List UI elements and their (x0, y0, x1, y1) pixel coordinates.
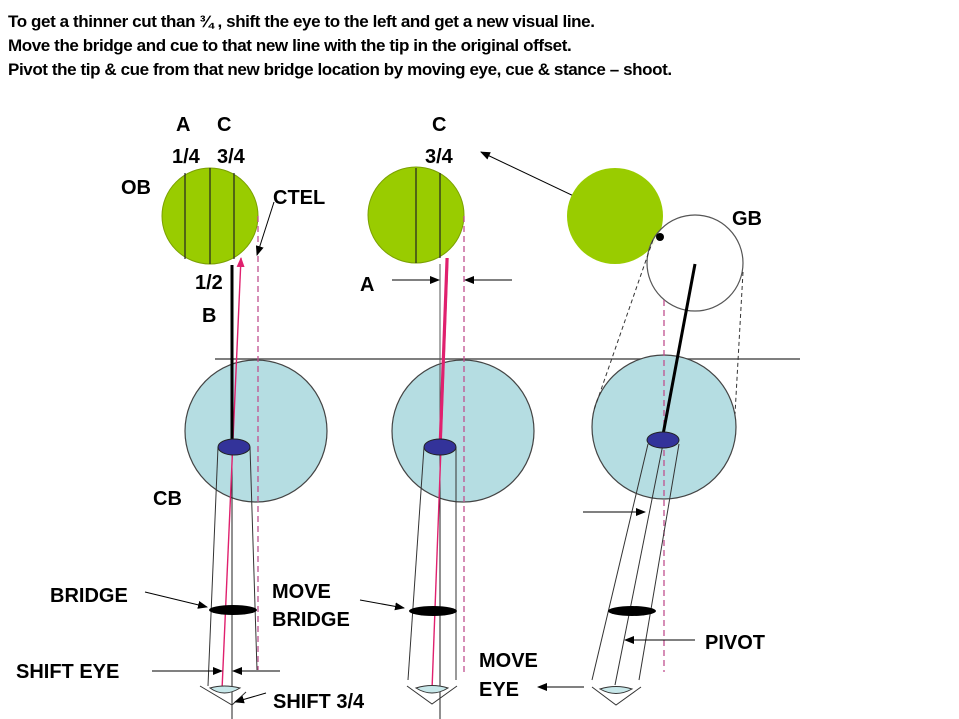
panel-2: C 3/4 A MOVE BRIDGE MOVE EYE (272, 114, 661, 719)
ghost-tangent-left (593, 239, 654, 411)
label-three-quarter-1: 3/4 (217, 146, 246, 168)
instruction-line-3: Pivot the tip & cue from that new bridge… (8, 60, 672, 79)
cue-left-edge-1 (207, 446, 219, 687)
cue-ball-1 (184, 359, 328, 503)
eye-chevron-3 (591, 686, 642, 706)
label-ob: OB (121, 177, 151, 199)
object-ball-3 (567, 168, 663, 264)
label-three-quarter-2: 3/4 (425, 146, 454, 168)
eye-3 (598, 686, 634, 694)
panel-3: GB PIVOT (537, 168, 765, 706)
cue-right-edge-1 (249, 446, 258, 671)
cue-tip-2 (423, 438, 457, 456)
label-pivot: PIVOT (705, 632, 765, 654)
cue-tip-3 (646, 431, 680, 449)
stick-line-3 (660, 263, 697, 441)
cue-left-edge-3 (591, 443, 649, 681)
label-c-1: C (217, 114, 231, 136)
label-half: 1/2 (195, 272, 223, 294)
label-shift-eye: SHIFT EYE (16, 661, 119, 683)
aim-line-1 (221, 257, 245, 691)
label-shift-three-quarter: SHIFT 3/4 (273, 691, 365, 713)
label-quarter: 1/4 (172, 146, 201, 168)
label-gb: GB (732, 208, 762, 230)
instructions-header: To get a thinner cut than ¾ , shift the … (8, 10, 672, 82)
ctel-arrow (255, 201, 275, 256)
bridge-2 (409, 606, 457, 616)
label-b: B (202, 305, 216, 327)
eye-2 (414, 685, 450, 694)
label-a-2: A (360, 274, 374, 296)
label-c-2: C (432, 114, 446, 136)
label-move-bridge-1: MOVE (272, 581, 331, 603)
cue-tip-1 (217, 438, 251, 456)
cue-left-edge-2 (407, 446, 425, 681)
label-bridge: BRIDGE (50, 585, 128, 607)
panel-1: A C 1/4 3/4 OB CTEL 1/2 B CB BRIDGE SHIF… (16, 114, 365, 719)
cue-center-line-3 (614, 443, 664, 686)
instruction-line-1: To get a thinner cut than ¾ , shift the … (8, 12, 595, 31)
label-a-1: A (176, 114, 190, 136)
bridge-3 (608, 606, 656, 616)
bridge-arrow (144, 591, 208, 609)
stick-line-2 (438, 257, 449, 448)
instruction-line-2: Move the bridge and cue to that new line… (8, 36, 572, 55)
cue-right-edge-3 (638, 443, 680, 681)
move-bridge-arrow (359, 599, 405, 611)
ghost-ball (646, 214, 744, 312)
label-move-eye-2: EYE (479, 679, 519, 701)
label-move-eye-1: MOVE (479, 650, 538, 672)
ghost-tangent-right (734, 271, 744, 415)
label-cb: CB (153, 488, 182, 510)
label-ctel: CTEL (273, 187, 325, 209)
eye-chevron-2 (406, 685, 458, 705)
shift-three-quarter-arrow (234, 692, 267, 704)
eye-1 (208, 685, 242, 694)
contact-point (656, 233, 664, 241)
cue-ball-2 (391, 359, 535, 503)
bridge-1 (209, 605, 257, 615)
label-move-bridge-2: BRIDGE (272, 609, 350, 631)
